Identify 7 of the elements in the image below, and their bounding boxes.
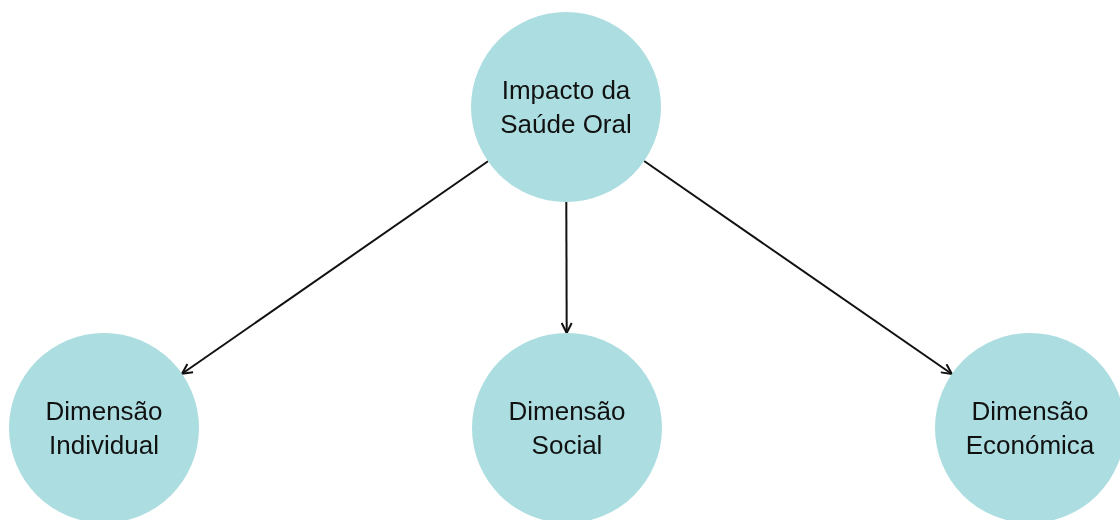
node-label: Dimensão Social [507, 395, 627, 462]
node-label: Dimensão Económica [964, 395, 1096, 462]
arrow [181, 160, 489, 375]
arrow [643, 160, 953, 375]
node-label: Impacto da Saúde Oral [499, 74, 633, 141]
node-label: Dimensão Individual [44, 395, 164, 462]
arrow [560, 201, 573, 334]
